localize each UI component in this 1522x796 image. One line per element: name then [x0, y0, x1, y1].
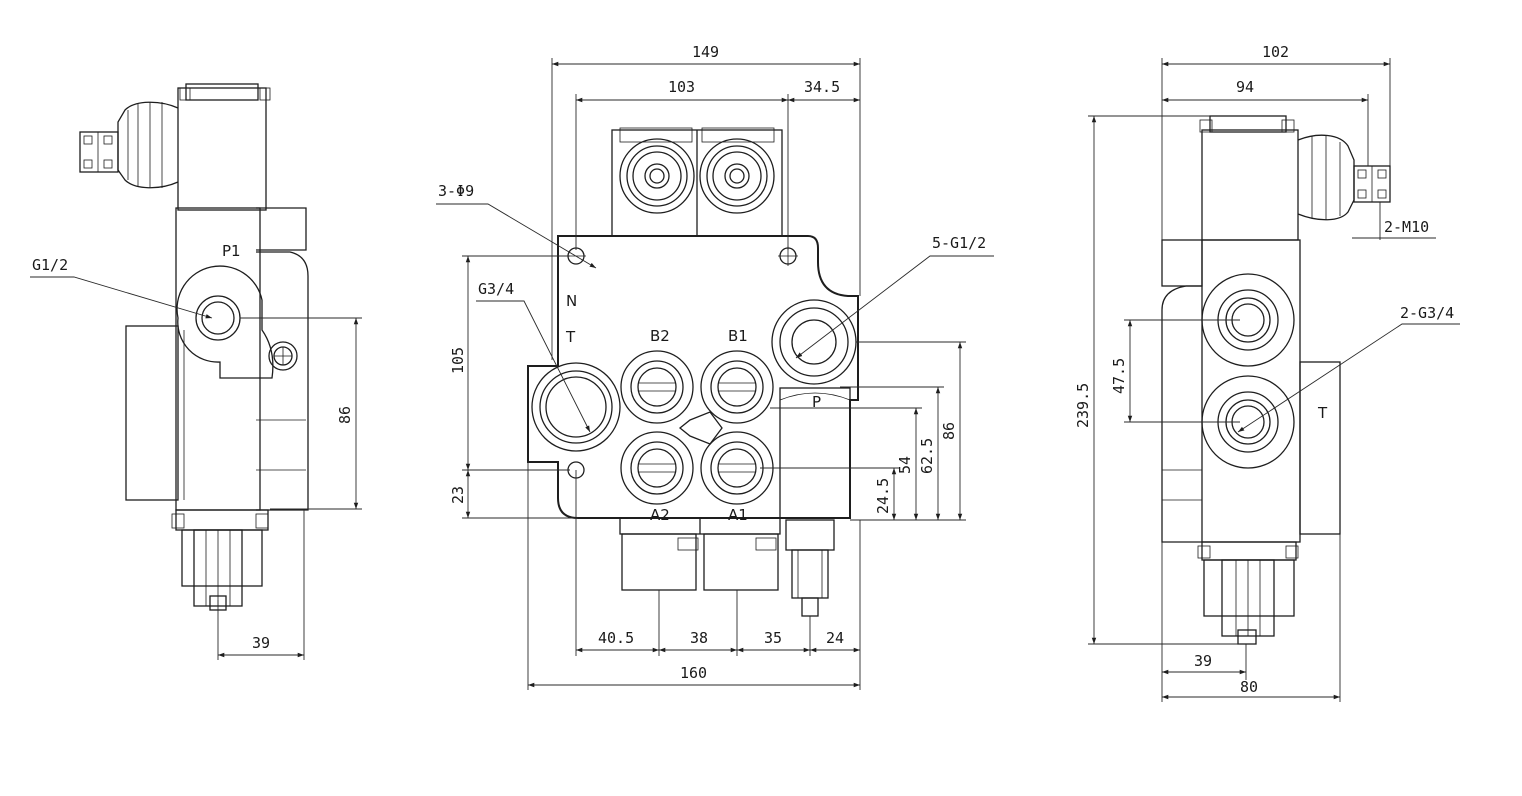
dim-39-right: 39 [1194, 652, 1212, 670]
label-port-a2: A2 [650, 506, 670, 524]
label-5-g1-2: 5-G1/2 [932, 234, 986, 252]
dim-62-5: 62.5 [918, 438, 936, 474]
dim-103: 103 [668, 78, 695, 96]
middle-front-view [436, 58, 994, 690]
label-2-g3-4: 2-G3/4 [1400, 304, 1454, 322]
dim-239-5: 239.5 [1074, 383, 1092, 428]
dim-39-left: 39 [252, 634, 270, 652]
label-port-b1: B1 [728, 327, 748, 345]
dim-38: 38 [690, 629, 708, 647]
dim-86-middle: 86 [940, 422, 958, 440]
left-side-view [30, 83, 362, 660]
dim-40-5: 40.5 [598, 629, 634, 647]
work-ports [620, 350, 774, 505]
dim-24-5: 24.5 [874, 478, 892, 514]
dim-24: 24 [826, 629, 844, 647]
dim-34-5: 34.5 [804, 78, 840, 96]
label-g3-4: G3/4 [478, 280, 514, 298]
label-port-t-right: T [1317, 404, 1328, 422]
label-port-a1: A1 [728, 506, 748, 524]
dim-54: 54 [896, 456, 914, 474]
label-3-holes: 3-Φ9 [438, 182, 474, 200]
label-2-m10: 2-M10 [1384, 218, 1429, 236]
label-port-t: T [565, 328, 576, 346]
label-port-p: P [812, 393, 821, 411]
dim-80: 80 [1240, 678, 1258, 696]
dim-102: 102 [1262, 43, 1289, 61]
right-side-view [1088, 58, 1460, 702]
dim-86-left: 86 [336, 406, 354, 424]
dim-149: 149 [692, 43, 719, 61]
label-p1: P1 [222, 242, 241, 260]
dim-35: 35 [764, 629, 782, 647]
dim-105: 105 [449, 347, 467, 374]
label-port-b2: B2 [650, 327, 670, 345]
dim-47-5: 47.5 [1110, 358, 1128, 394]
label-g1-2: G1/2 [32, 256, 68, 274]
label-port-n: N [566, 292, 577, 310]
dim-160: 160 [680, 664, 707, 682]
dim-23: 23 [449, 486, 467, 504]
dim-94: 94 [1236, 78, 1254, 96]
